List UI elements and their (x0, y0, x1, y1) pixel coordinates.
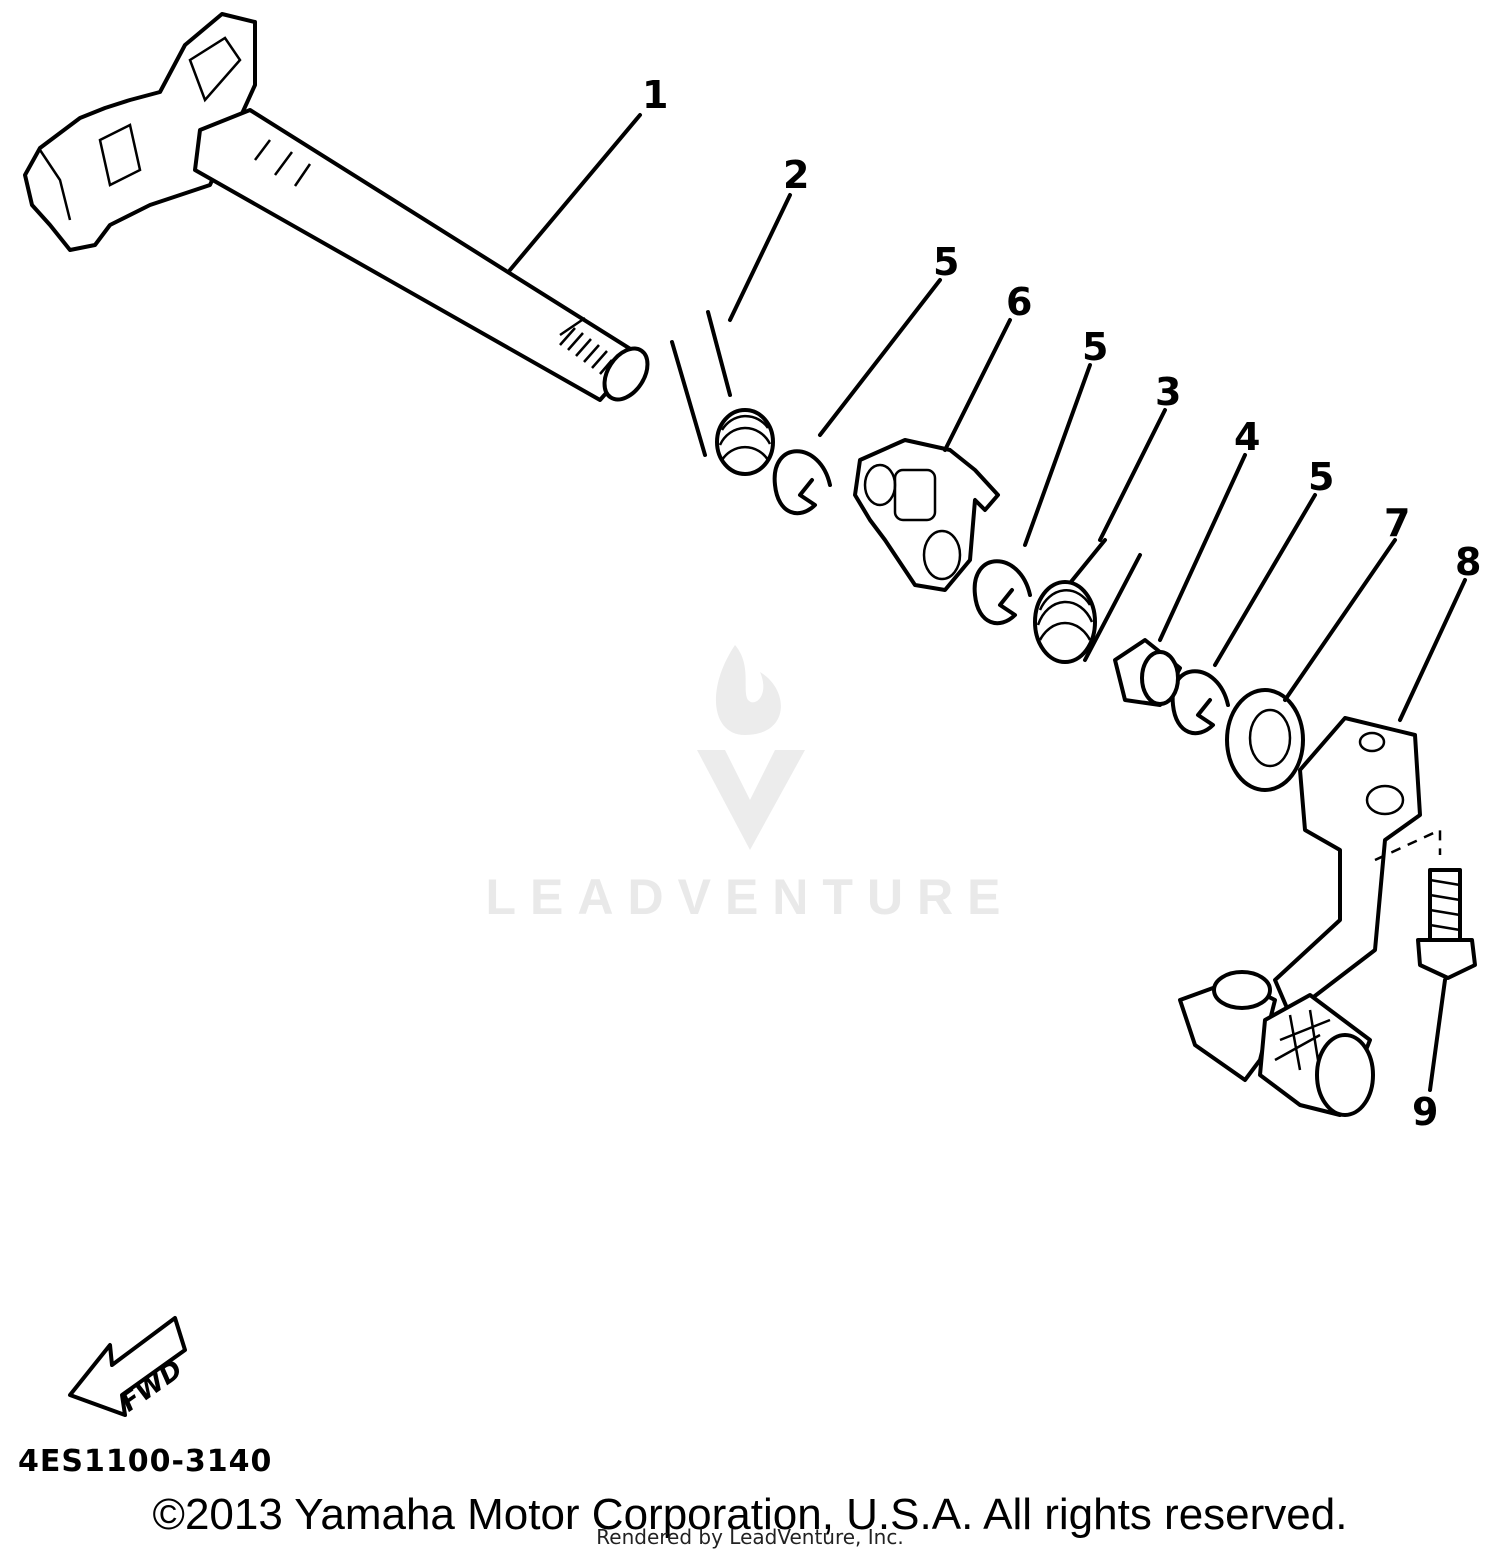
shaft-splines (559, 327, 613, 375)
callout-5c: 5 (1308, 455, 1334, 499)
stopper-lever-part-6 (853, 438, 1000, 592)
leader-lines (508, 113, 1467, 1092)
leadventure-logo-watermark (697, 645, 805, 850)
torsion-spring-part-2 (670, 310, 775, 476)
return-spring-part-3 (1033, 538, 1142, 664)
collar-part-4 (1113, 638, 1182, 707)
shift-pedal-part-8 (1178, 716, 1422, 1117)
callout-1: 1 (642, 73, 668, 117)
callout-3: 3 (1155, 370, 1181, 414)
callout-6: 6 (1006, 280, 1032, 324)
copyright-notice: ©2013 Yamaha Motor Corporation, U.S.A. A… (152, 1490, 1348, 1539)
e-clip-part-5-b (972, 559, 1032, 626)
diagram-code: 4ES1100-3140 (18, 1444, 273, 1479)
callout-9: 9 (1412, 1090, 1438, 1134)
callout-8: 8 (1455, 540, 1481, 584)
fwd-arrow-icon: FWD (68, 1316, 188, 1418)
shift-shaft-part-1 (23, 12, 650, 402)
rendered-by-credit: Rendered by LeadVenture, Inc. (596, 1525, 904, 1549)
callout-2: 2 (783, 153, 809, 197)
callout-4: 4 (1234, 415, 1260, 459)
e-clip-part-5-c (1170, 669, 1230, 736)
callout-5a: 5 (933, 240, 959, 284)
e-clip-part-5-a (772, 449, 832, 516)
bolt-part-9 (1374, 828, 1477, 980)
callout-labels: 1 2 5 6 5 3 4 5 7 8 9 (642, 73, 1481, 1134)
callout-5b: 5 (1082, 325, 1108, 369)
leadventure-watermark-text: LEADVENTURE (485, 869, 1015, 925)
callout-7: 7 (1384, 501, 1410, 545)
washer-part-7 (1225, 688, 1305, 792)
